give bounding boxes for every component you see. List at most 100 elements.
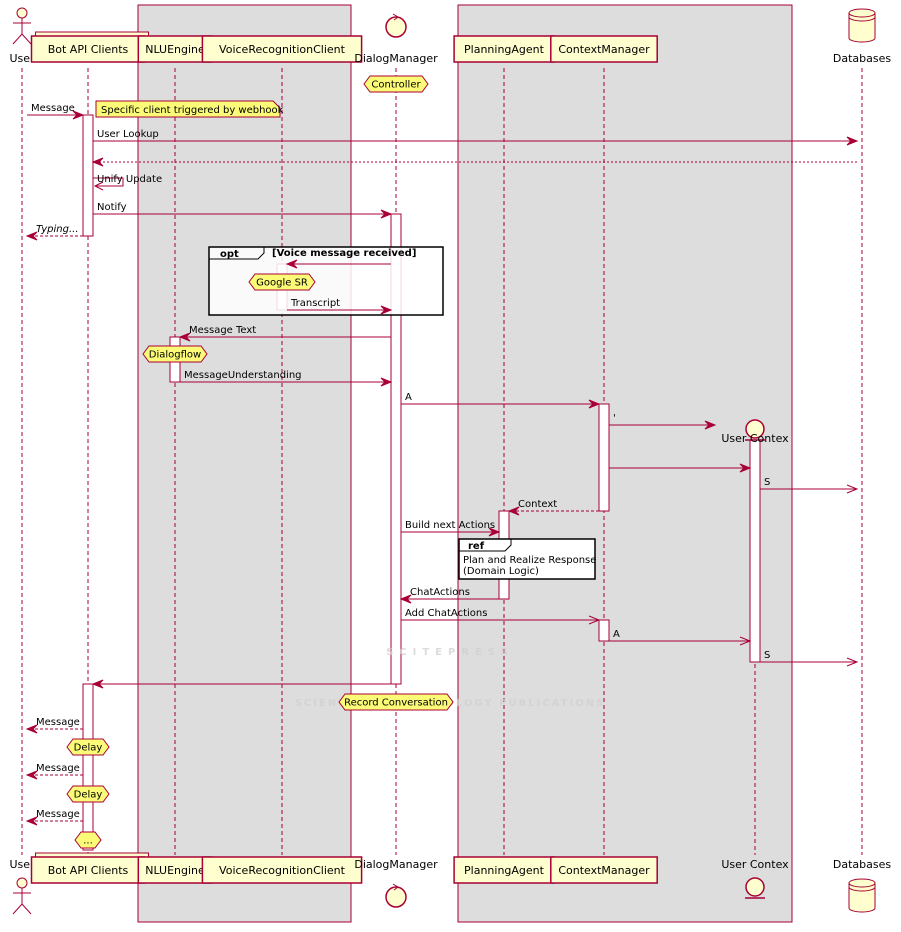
message-label: Message [36,717,80,728]
message-label: Message [36,809,80,820]
hexagon-label: Delay [74,743,103,754]
participant-nluengine-bottom[interactable]: NLUEngine [137,856,213,884]
message-8: Message Text [178,325,391,342]
arrowhead [25,816,38,826]
participant-bot-api-clients-bottom[interactable]: Bot API Clients [30,852,149,884]
participant-box [137,35,213,63]
hexagon-shape [338,693,454,711]
arrowhead [846,657,859,667]
participant-voicerecognitionclient-bottom[interactable]: VoiceRecognitionClient [201,856,363,884]
arrowhead [380,209,393,219]
message-label: S [764,477,770,488]
hexagon-shape [142,345,208,363]
participant-box [201,35,363,63]
message-label: Unify Update [97,174,162,185]
message-1: User Lookup [93,129,859,146]
participant-label: Databases [833,858,891,871]
ref-keyword: ref [468,541,485,552]
participant-voicerecognitionclient-top[interactable]: VoiceRecognitionClient [201,35,363,63]
hexagon-label: Google SR [256,278,308,289]
message-12 [609,463,752,473]
hexagon-label: Dialogflow [149,350,201,361]
participant-box [201,856,363,884]
message-6 [285,259,391,269]
opt-fragment: opt [Voice message received] [208,246,444,316]
message-label: Typing... [36,224,79,235]
actor-icon [12,7,32,45]
activation-bar [598,619,610,642]
actor-icon [12,877,32,915]
participant-nluengine-top[interactable]: NLUEngine [137,35,213,63]
participant-bot-api-clients-top[interactable]: Bot API Clients [30,31,149,63]
participant-user-top[interactable]: User [9,7,35,65]
participant-dialogmanager-bottom[interactable]: DialogManager [354,858,438,908]
participant-planningagent-top[interactable]: PlanningAgent [453,35,555,63]
message-label: Message [31,103,75,114]
message-14: Context [507,499,599,516]
database-icon [848,8,876,43]
participant-label: PlanningAgent [464,864,545,877]
arrowhead [588,615,601,625]
arrowhead [93,181,104,191]
participant-label: DialogManager [354,52,438,65]
arrowhead [91,157,104,167]
watermark-title: SCITEPRESS [386,647,514,658]
message-17: Add ChatActions [401,608,601,625]
message-label: Notify [97,202,127,213]
hexagon-delay2: Delay [66,785,110,803]
note-text: Specific client triggered by webhook [101,105,284,116]
message-3: Unify Update [93,174,162,191]
message-22: Message [25,763,83,780]
message-label: A [405,392,412,403]
entity-icon [745,877,765,899]
participant-label: NLUEngine [145,864,205,877]
message-4: Notify [93,202,393,219]
hexagon-shape [248,273,316,291]
message-label: MessageUnderstanding [184,370,302,381]
hexagon-shape [66,738,110,756]
participant-user-contex-top[interactable]: User Contex [721,419,789,445]
participant-label: User Contex [721,858,789,871]
participant-databases-bottom[interactable]: Databases [833,858,891,913]
participant-box [453,856,555,884]
hexagon-shape [66,785,110,803]
participant-user-bottom[interactable]: User [9,858,35,915]
message-15: Build next Actions [401,520,501,537]
message-0: Message [27,103,85,120]
hexagon-dialogflow: Dialogflow [142,345,208,363]
message-label: Build next Actions [405,520,495,531]
message-arrow [93,177,124,187]
arrowhead [399,594,412,604]
participant-label: VoiceRecognitionClient [219,43,346,56]
message-label: Transcript [290,298,340,309]
participant-label: User [9,858,35,871]
message-label: S [764,650,770,661]
message-18: A [609,629,752,646]
participant-databases-top[interactable]: Databases [833,8,891,65]
message-label: User Lookup [97,129,159,140]
activation-bar [749,439,761,663]
participant-label: Bot API Clients [48,864,129,877]
participant-user-contex-bottom[interactable]: User Contex [721,858,789,899]
participant-contextmanager-top[interactable]: ContextManager [550,35,658,63]
arrowhead [25,231,38,241]
hexagon-delay1: Delay [66,738,110,756]
activation-bar [390,213,402,685]
ref-line2: (Domain Logic) [463,566,539,577]
arrowhead [739,463,752,473]
arrowhead [507,506,520,516]
group-box-planning [457,4,793,923]
arrowhead [846,484,859,494]
arrowhead [25,770,38,780]
opt-guard: [Voice message received] [272,248,416,259]
participant-box [453,35,555,63]
message-label: Add ChatActions [405,608,487,619]
message-label: A [613,629,620,640]
participant-planningagent-bottom[interactable]: PlanningAgent [453,856,555,884]
participant-contextmanager-bottom[interactable]: ContextManager [550,856,658,884]
participant-dialogmanager-top[interactable]: DialogManager [354,13,438,65]
hexagon-label: Controller [371,80,421,91]
message-9: MessageUnderstanding [180,370,393,387]
message-2 [91,157,857,167]
